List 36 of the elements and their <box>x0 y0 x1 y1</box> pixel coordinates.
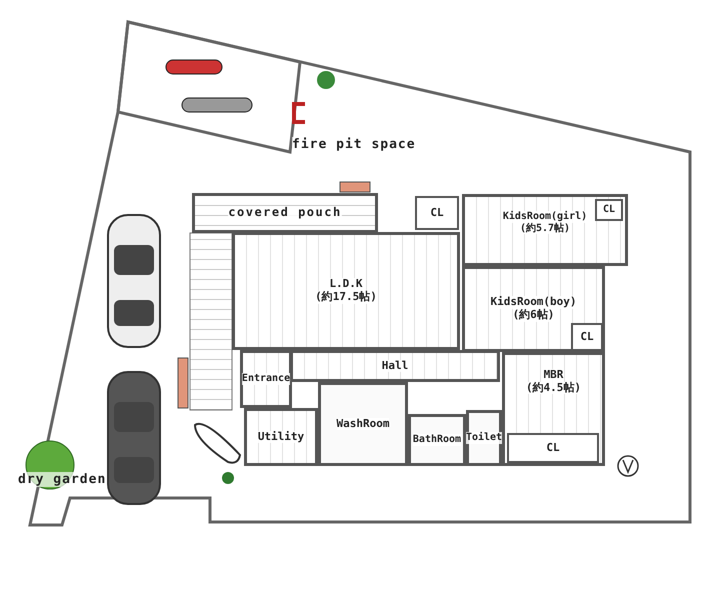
room-label: (約6帖) <box>512 309 554 322</box>
room <box>502 352 605 466</box>
closet <box>595 199 623 221</box>
room-label: covered pouch <box>228 206 342 220</box>
room-label: Utility <box>258 430 304 444</box>
area-label: fire pit space <box>292 137 416 152</box>
room-label: CL <box>580 330 594 344</box>
room-label: KidsRoom(girl) <box>502 211 588 222</box>
room-label: CL <box>602 204 616 216</box>
room-label: CL <box>430 206 444 220</box>
room-label: BathRoom <box>412 434 462 446</box>
room <box>408 414 466 466</box>
room-label: (約5.7帖) <box>520 222 570 234</box>
closet <box>415 196 459 230</box>
room <box>240 350 292 408</box>
area-label: dry garden <box>18 472 106 487</box>
covered-deck <box>192 193 378 233</box>
room <box>462 194 628 266</box>
room-label: Hall <box>382 360 408 372</box>
room <box>318 382 408 466</box>
room-label: Entrance <box>242 373 290 385</box>
room <box>244 408 318 466</box>
room-label: (約17.5帖) <box>315 291 377 304</box>
room <box>462 266 605 352</box>
room <box>290 350 500 382</box>
room-label: WashRoom <box>336 418 390 430</box>
room-label: CL <box>546 442 560 454</box>
room-label: L.D.K <box>329 278 363 291</box>
room-label: Toilet <box>466 432 502 444</box>
room-label: KidsRoom(boy) <box>490 296 577 309</box>
closet <box>571 323 603 351</box>
room <box>466 410 502 466</box>
room <box>232 232 460 350</box>
room-label: (約4.5帖) <box>526 382 582 394</box>
room-label: MBR <box>544 369 564 382</box>
closet <box>507 433 599 463</box>
